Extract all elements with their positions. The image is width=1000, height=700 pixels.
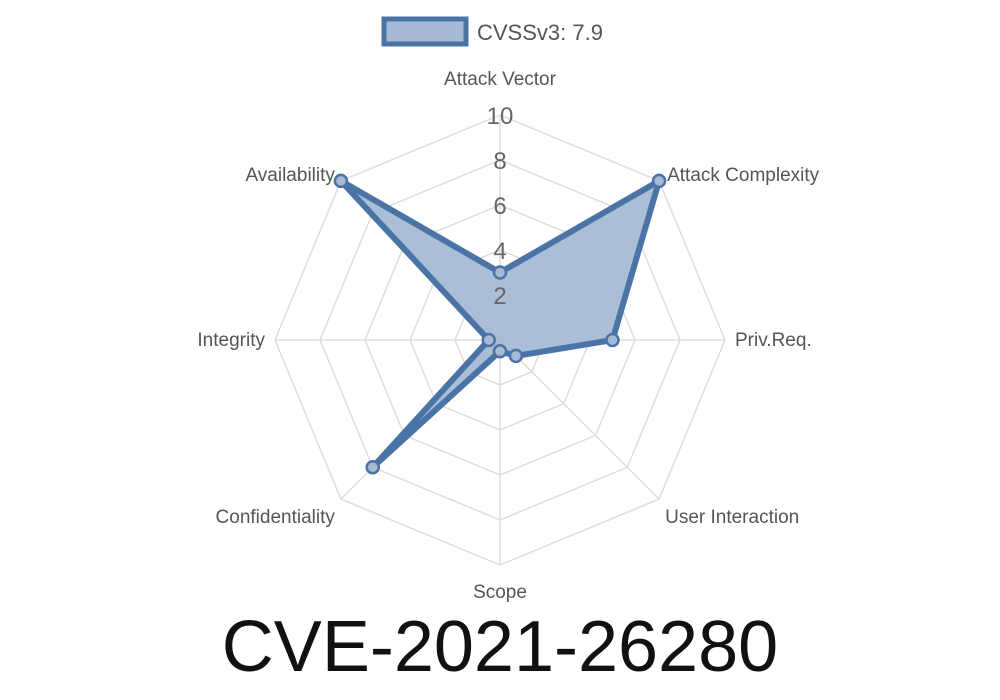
data-point-1[interactable] <box>492 265 508 280</box>
axis-label-1: Attack Vector <box>444 69 557 90</box>
tick-label-6: 6 <box>493 193 506 220</box>
axis-label-2: Attack Complexity <box>667 165 820 186</box>
axis-label-3: Priv.Req. <box>735 330 812 351</box>
data-point-4[interactable] <box>508 348 524 364</box>
tick-label-2: 2 <box>493 283 506 310</box>
axis-label-5: Scope <box>473 582 527 603</box>
page-title: CVE-2021-26280 <box>221 607 779 687</box>
data-point-2[interactable] <box>651 173 667 189</box>
axis-label-4: User Interaction <box>665 507 799 528</box>
legend-swatch <box>381 16 469 47</box>
axis-label-6: Confidentiality <box>216 507 336 528</box>
data-point-7[interactable] <box>481 332 496 348</box>
legend[interactable]: CVSSv3: 7.9 <box>381 16 603 47</box>
grid-spoke-4 <box>499 339 660 500</box>
data-point-6[interactable] <box>365 460 380 475</box>
tick-label-10: 10 <box>487 103 514 130</box>
legend-label: CVSSv3: 7.9 <box>477 20 603 45</box>
axis-label-7: Integrity <box>197 330 265 351</box>
radar-ticks: 2 4 6 8 10 <box>487 103 514 310</box>
data-point-3[interactable] <box>605 332 620 348</box>
data-point-8[interactable] <box>333 173 349 189</box>
data-point-5[interactable] <box>492 344 508 359</box>
axis-label-8: Availability <box>245 165 335 186</box>
radar-series <box>333 173 667 475</box>
tick-label-8: 8 <box>493 148 506 175</box>
tick-label-4: 4 <box>493 238 506 265</box>
